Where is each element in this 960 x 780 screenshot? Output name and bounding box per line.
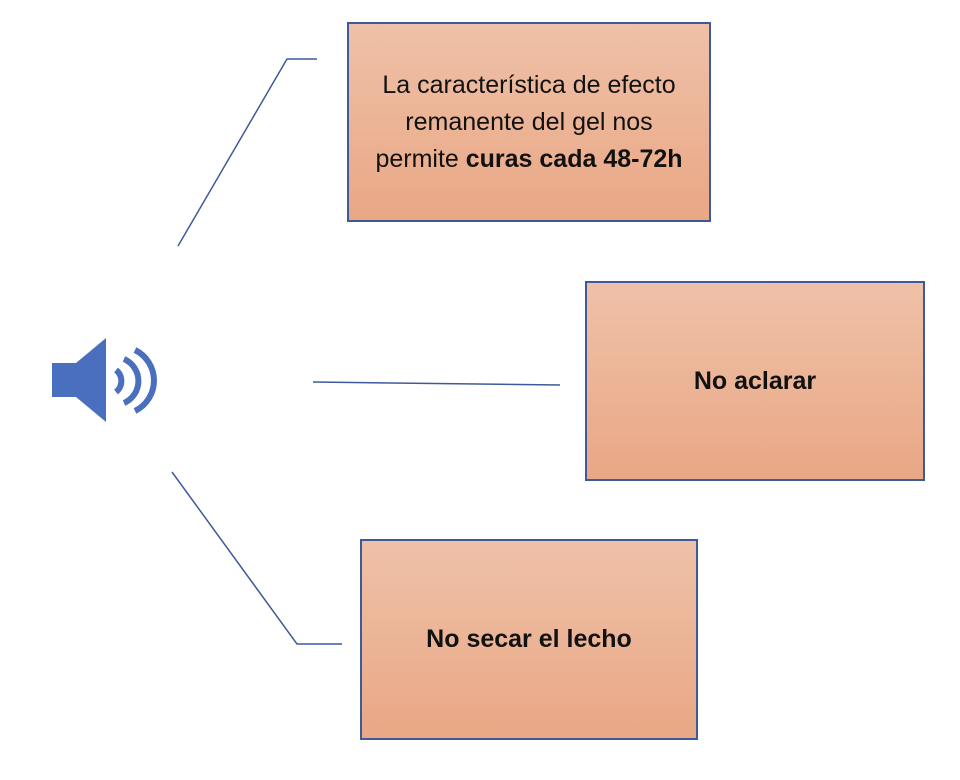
connector-top — [177, 58, 317, 247]
connector-bottom — [171, 471, 342, 645]
box-no-secar: No secar el lecho — [360, 539, 698, 740]
box-no-aclarar-text: No aclarar — [693, 366, 817, 395]
connector-middle — [312, 381, 561, 386]
box-gel-bold-text: curas cada 48-72h — [465, 144, 683, 173]
box-no-secar-text: No secar el lecho — [426, 625, 632, 653]
speaker-icon[interactable] — [52, 338, 157, 422]
box-no-aclarar: No aclarar — [585, 281, 925, 481]
box-gel-effect: La característica de efecto remanente de… — [347, 22, 711, 222]
box-gel-text: La característica de efecto remanente de… — [375, 70, 676, 173]
